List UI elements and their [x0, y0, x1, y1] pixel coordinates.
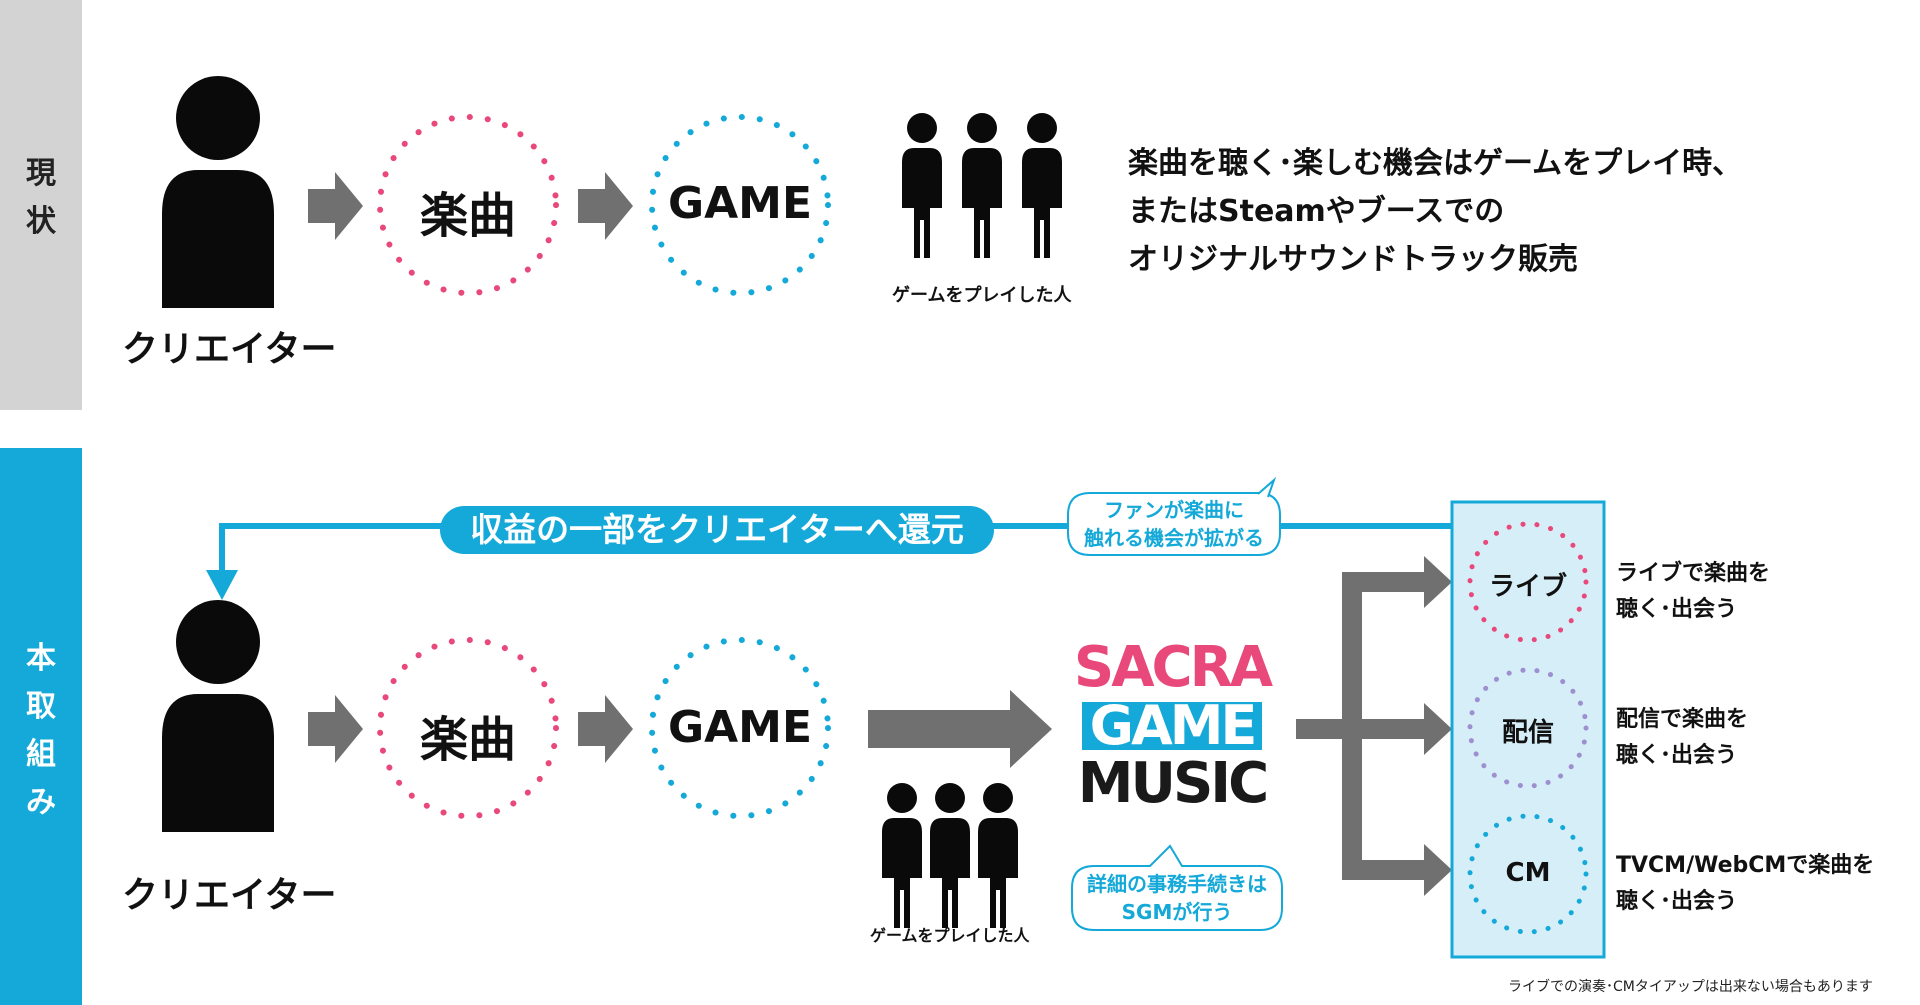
outlet-description-live: ライブで楽曲を 聴く･出会う	[1616, 556, 1770, 628]
arrow-right-icon	[308, 695, 363, 763]
revenue-return-arrow	[206, 523, 1452, 600]
people-group-icon	[882, 783, 1018, 928]
live-circle	[1467, 521, 1589, 643]
revenue-banner: 収益の一部をクリエイターへ還元	[440, 506, 994, 554]
sgm-bubble-line: SGMが行う	[1121, 900, 1233, 924]
players-label: ゲームをプレイした人	[870, 926, 1030, 945]
arrow-right-icon	[1424, 844, 1452, 896]
outlets-panel	[1450, 500, 1606, 959]
fan-bubble-line: 触れる機会が拡がる	[1084, 526, 1264, 550]
players-label: ゲームをプレイした人	[892, 285, 1072, 306]
streaming-circle	[1467, 667, 1589, 789]
description-line: 楽曲を聴く･楽しむ機会はゲームをプレイ時、	[1128, 146, 1743, 181]
arrow-right-icon	[1424, 703, 1452, 755]
fan-bubble-line: ファンが楽曲に	[1104, 498, 1244, 522]
fan-bubble-text: ファンが楽曲に 触れる機会が拡がる	[1068, 496, 1280, 552]
game-label: GAME	[667, 702, 812, 753]
fan-speech-bubble	[1067, 476, 1281, 556]
outlet-description-line: 配信で楽曲を	[1616, 707, 1749, 732]
sgm-speech-bubble	[1071, 844, 1283, 931]
arrow-right-icon	[308, 172, 363, 240]
section-label-char: 本	[26, 641, 56, 676]
people-group-icon	[902, 113, 1062, 258]
creator-label: クリエイター	[122, 875, 337, 916]
outlet-description-line: 聴く･出会う	[1616, 597, 1738, 622]
sgm-bubble-text: 詳細の事務手続きは SGMが行う	[1072, 870, 1282, 926]
cm-circle	[1467, 813, 1589, 935]
game-circle	[649, 114, 831, 296]
arrow-right-icon	[868, 690, 1052, 768]
music-circle	[377, 637, 559, 819]
outlet-description-line: 聴く･出会う	[1616, 889, 1738, 914]
section-label-char: 状	[26, 204, 56, 239]
distribution-arrows	[1296, 556, 1452, 896]
arrow-right-icon	[578, 172, 633, 240]
outlet-description-line: 聴く･出会う	[1616, 743, 1738, 768]
arrow-right-icon	[1424, 556, 1452, 608]
section-label-new: 本 取 組 み	[0, 635, 82, 827]
arrow-right-icon	[578, 695, 633, 763]
creator-person-icon	[162, 76, 274, 308]
game-label: GAME	[667, 178, 812, 229]
section-label-char: 取	[26, 689, 56, 724]
section-band-new	[0, 448, 82, 1005]
outlet-label-streaming: 配信	[1501, 718, 1554, 748]
description-line: オリジナルサウンドトラック販売	[1128, 242, 1578, 277]
music-label: 楽曲	[419, 712, 516, 768]
logo-game: GAME	[1089, 694, 1258, 757]
section-band-current	[0, 0, 82, 410]
description-line: またはSteamやブースでの	[1128, 194, 1505, 229]
outlet-description-cm: TVCM/WebCMで楽曲を 聴く･出会う	[1616, 848, 1874, 920]
arrow-down-icon	[206, 570, 238, 600]
music-label: 楽曲	[419, 188, 516, 244]
footnote: ライブでの演奏･CMタイアップは出来ない場合もあります	[1508, 979, 1873, 995]
logo-music: MUSIC	[1077, 751, 1269, 816]
creator-label: クリエイター	[122, 329, 337, 370]
sgm-bubble-line: 詳細の事務手続きは	[1087, 872, 1267, 896]
creator-person-icon	[162, 600, 274, 832]
outlet-description-line: ライブで楽曲を	[1616, 561, 1771, 586]
current-description: 楽曲を聴く･楽しむ機会はゲームをプレイ時、 またはSteamやブースでの オリジ…	[1128, 140, 1742, 284]
section-label-char: 組	[26, 737, 56, 772]
section-label-char: 現	[26, 156, 56, 191]
game-circle	[649, 637, 831, 819]
outlet-label-live: ライブ	[1488, 572, 1567, 602]
outlet-label-cm: CM	[1505, 858, 1551, 888]
outlet-description-streaming: 配信で楽曲を 聴く･出会う	[1616, 702, 1748, 774]
logo-game-band	[1082, 702, 1262, 750]
section-label-char: み	[26, 785, 56, 820]
section-label-current: 現 状	[0, 150, 82, 246]
logo-sacra: SACRA	[1073, 635, 1273, 700]
music-circle	[377, 114, 559, 296]
outlet-description-line: TVCM/WebCMで楽曲を	[1616, 853, 1875, 878]
